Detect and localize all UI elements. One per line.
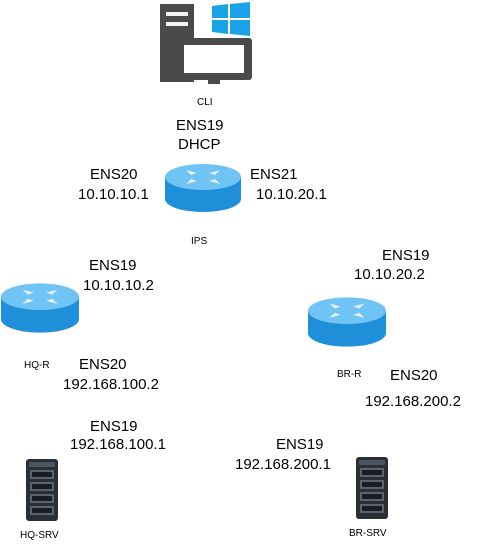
hq-srv-name: HQ-SRV [20, 530, 59, 541]
server-rack-icon [356, 457, 388, 519]
hq-r-ens19-ip: 10.10.10.2 [83, 277, 154, 294]
cli-ens19-label: ENS19 [176, 117, 224, 134]
hq-r-ens19-label: ENS19 [89, 257, 137, 274]
br-srv-server [355, 456, 389, 520]
hq-r-ens20-ip: 192.168.100.2 [63, 376, 159, 393]
br-r-ens20-label: ENS20 [390, 367, 438, 384]
br-r-ens20-ip: 192.168.200.2 [365, 393, 461, 410]
hq-srv-server [25, 458, 59, 522]
br-r-router [307, 296, 387, 348]
hq-srv-ens19-ip: 192.168.100.1 [70, 436, 166, 453]
br-r-ens19-label: ENS19 [382, 247, 430, 264]
cli-dhcp-label: DHCP [178, 136, 221, 153]
cli-node [158, 2, 254, 86]
hq-r-name: HQ-R [24, 360, 50, 371]
workstation-windows-icon [160, 2, 252, 84]
br-r-ens19-ip: 10.10.20.2 [354, 266, 425, 283]
br-srv-ens19-label: ENS19 [276, 436, 324, 453]
ips-ens20-ip: 10.10.10.1 [78, 186, 149, 203]
hq-srv-ens19-label: ENS19 [90, 418, 138, 435]
server-rack-icon [26, 459, 58, 521]
ips-ens21-label: ENS21 [250, 166, 298, 183]
ips-ens20-label: ENS20 [90, 166, 138, 183]
ips-ens21-ip: 10.10.20.1 [256, 186, 327, 203]
router-icon [165, 164, 241, 212]
br-srv-ens19-ip: 192.168.200.1 [235, 456, 331, 473]
ips-router [164, 163, 242, 213]
br-r-name: BR-R [337, 369, 362, 380]
router-icon [308, 297, 386, 347]
hq-r-router [0, 282, 80, 334]
br-srv-name: BR-SRV [349, 528, 387, 539]
ips-name: IPS [191, 236, 208, 247]
router-icon [1, 283, 79, 333]
hq-r-ens20-label: ENS20 [79, 356, 127, 373]
cli-name: CLI [197, 97, 213, 108]
